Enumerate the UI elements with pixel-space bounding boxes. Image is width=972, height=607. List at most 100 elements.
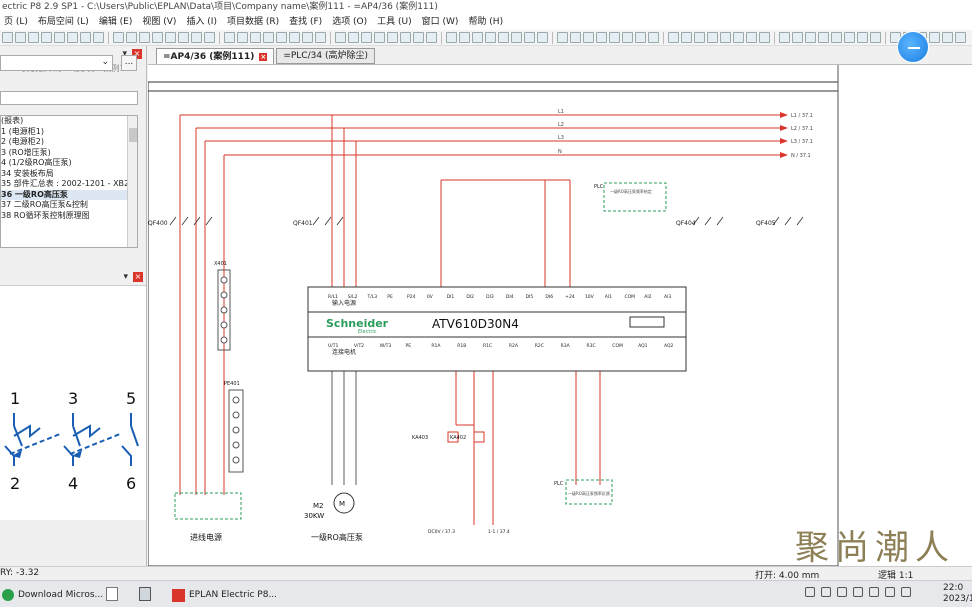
- menu-item[interactable]: 选项 (O): [332, 17, 368, 27]
- toolbar-tool-icon[interactable]: [779, 32, 790, 43]
- toolbar-tool-icon[interactable]: [289, 32, 300, 43]
- menu-item[interactable]: 工具 (U): [377, 17, 412, 27]
- toolbar-tool-icon[interactable]: [857, 32, 868, 43]
- tree-item[interactable]: 4 (1/2级RO高压泵): [1, 158, 72, 167]
- toolbar-tool-icon[interactable]: [113, 32, 124, 43]
- tab-ap4-36[interactable]: =AP4/36 (案例111) ×: [156, 48, 275, 64]
- toolbar-tool-icon[interactable]: [191, 32, 202, 43]
- snap-setting[interactable]: 打开: 4.00 mm: [755, 571, 820, 581]
- toolbar-tool-icon[interactable]: [459, 32, 470, 43]
- toolbar-tool-icon[interactable]: [694, 32, 705, 43]
- toolbar-tool-icon[interactable]: [426, 32, 437, 43]
- tree-scrollbar[interactable]: [127, 116, 137, 247]
- taskbar-download-app[interactable]: Download Micros...: [2, 585, 103, 605]
- close-icon[interactable]: ×: [259, 52, 268, 61]
- toolbar-tool-icon[interactable]: [93, 32, 104, 43]
- search-input[interactable]: [0, 91, 138, 105]
- tree-item[interactable]: 37 二级RO高压泵&控制: [1, 200, 88, 209]
- toolbar-tool-icon[interactable]: [929, 32, 940, 43]
- toolbar-tool-icon[interactable]: [733, 32, 744, 43]
- close-panel-icon[interactable]: ×: [133, 272, 143, 282]
- toolbar-tool-icon[interactable]: [263, 32, 274, 43]
- toolbar-tool-icon[interactable]: [818, 32, 829, 43]
- toolbar-tool-icon[interactable]: [537, 32, 548, 43]
- toolbar-tool-icon[interactable]: [622, 32, 633, 43]
- menu-item[interactable]: 查找 (F): [289, 17, 323, 27]
- toolbar-tool-icon[interactable]: [805, 32, 816, 43]
- toolbar-tool-icon[interactable]: [165, 32, 176, 43]
- logic-scale[interactable]: 逻辑 1:1: [878, 571, 914, 581]
- toolbar-tool-icon[interactable]: [498, 32, 509, 43]
- menu-item[interactable]: 项目数据 (R): [226, 17, 280, 27]
- toolbar-tool-icon[interactable]: [524, 32, 535, 43]
- toolbar-tool-icon[interactable]: [361, 32, 372, 43]
- toolbar-tool-icon[interactable]: [446, 32, 457, 43]
- toolbar-tool-icon[interactable]: [250, 32, 261, 43]
- toolbar-tool-icon[interactable]: [15, 32, 26, 43]
- filter-combo[interactable]: ⌄: [0, 55, 113, 71]
- toolbar-tool-icon[interactable]: [720, 32, 731, 43]
- filter-options-button[interactable]: ...: [121, 55, 137, 71]
- menu-item[interactable]: 视图 (V): [142, 17, 177, 27]
- toolbar-tool-icon[interactable]: [942, 32, 953, 43]
- tree-item[interactable]: (报表): [1, 116, 24, 125]
- scroll-thumb[interactable]: [129, 128, 137, 142]
- toolbar-tool-icon[interactable]: [792, 32, 803, 43]
- notepad-icon[interactable]: [106, 587, 118, 601]
- toolbar-tool-icon[interactable]: [374, 32, 385, 43]
- menu-item[interactable]: 插入 (I): [186, 17, 217, 27]
- toolbar-tool-icon[interactable]: [152, 32, 163, 43]
- toolbar-tool-icon[interactable]: [870, 32, 881, 43]
- toolbar-tool-icon[interactable]: [348, 32, 359, 43]
- close-panel-icon[interactable]: ×: [132, 49, 142, 59]
- toolbar-tool-icon[interactable]: [831, 32, 842, 43]
- toolbar-tool-icon[interactable]: [126, 32, 137, 43]
- menu-item[interactable]: 窗口 (W): [421, 17, 459, 27]
- tray-icon[interactable]: [837, 587, 847, 597]
- toolbar-tool-icon[interactable]: [413, 32, 424, 43]
- tree-item[interactable]: 34 安装板布局: [1, 168, 54, 178]
- toolbar-tool-icon[interactable]: [844, 32, 855, 43]
- toolbar-tool-icon[interactable]: [204, 32, 215, 43]
- toolbar-tool-icon[interactable]: [668, 32, 679, 43]
- toolbar-tool-icon[interactable]: [955, 32, 966, 43]
- toolbar-tool-icon[interactable]: [557, 32, 568, 43]
- toolbar-tool-icon[interactable]: [67, 32, 78, 43]
- toolbar-tool-icon[interactable]: [41, 32, 52, 43]
- toolbar-tool-icon[interactable]: [596, 32, 607, 43]
- toolbar-tool-icon[interactable]: [746, 32, 757, 43]
- toolbar-tool-icon[interactable]: [178, 32, 189, 43]
- menu-item[interactable]: 布局空间 (L): [37, 17, 89, 27]
- toolbar-tool-icon[interactable]: [648, 32, 659, 43]
- calculator-icon[interactable]: [139, 587, 151, 601]
- toolbar-tool-icon[interactable]: [635, 32, 646, 43]
- toolbar-tool-icon[interactable]: [302, 32, 313, 43]
- tree-item[interactable]: 35 部件汇总表 : 2002-1201 - XB2: [1, 179, 130, 188]
- vfd-device[interactable]: [307, 286, 687, 372]
- tree-item[interactable]: 3 (RO增压泵): [1, 147, 51, 157]
- floating-assistant-button[interactable]: [897, 31, 929, 63]
- taskbar-eplan-app[interactable]: EPLAN Electric P8...: [172, 585, 277, 605]
- toolbar-tool-icon[interactable]: [2, 32, 13, 43]
- pin-icon[interactable]: ▾: [122, 49, 127, 59]
- toolbar-tool-icon[interactable]: [583, 32, 594, 43]
- menu-item[interactable]: 编辑 (E): [98, 17, 133, 27]
- toolbar-tool-icon[interactable]: [570, 32, 581, 43]
- ime-icon[interactable]: [901, 587, 911, 597]
- network-icon[interactable]: [853, 587, 863, 597]
- toolbar-tool-icon[interactable]: [485, 32, 496, 43]
- tray-icon[interactable]: [805, 587, 815, 597]
- menu-item[interactable]: 帮助 (H): [468, 17, 504, 27]
- toolbar-tool-icon[interactable]: [315, 32, 326, 43]
- toolbar-tool-icon[interactable]: [276, 32, 287, 43]
- toolbar-tool-icon[interactable]: [759, 32, 770, 43]
- toolbar-tool-icon[interactable]: [237, 32, 248, 43]
- volume-icon[interactable]: [869, 587, 879, 597]
- tab-plc-34[interactable]: =PLC/34 (高炉除尘): [276, 48, 375, 64]
- toolbar-tool-icon[interactable]: [28, 32, 39, 43]
- toolbar-tool-icon[interactable]: [400, 32, 411, 43]
- toolbar-tool-icon[interactable]: [224, 32, 235, 43]
- tree-item[interactable]: 2 (电源柜2): [1, 137, 44, 146]
- system-clock[interactable]: 22:0 2023/11: [943, 583, 972, 605]
